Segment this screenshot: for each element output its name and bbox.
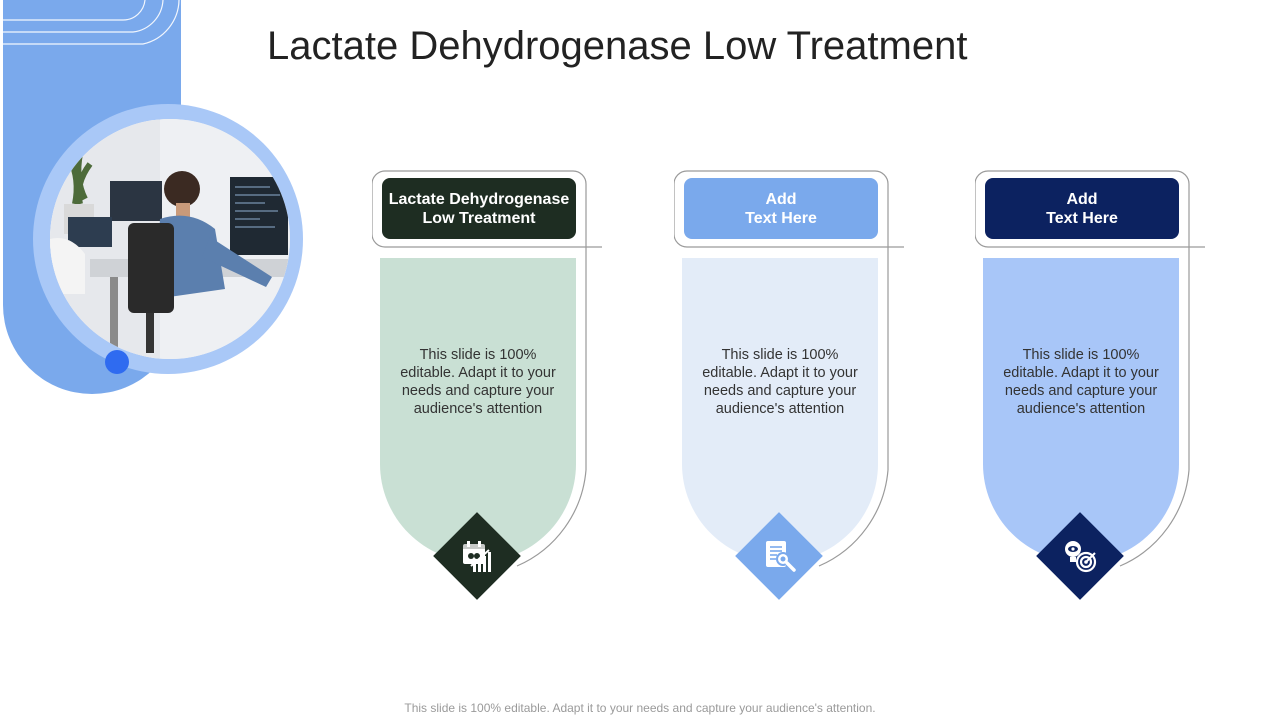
card-body	[380, 258, 576, 562]
calendar-growth-chart-icon	[463, 541, 491, 572]
card-3: Add Text Here This slide is 100% editabl…	[975, 170, 1205, 620]
card-header: Add Text Here	[684, 178, 878, 239]
card-header: Add Text Here	[985, 178, 1179, 239]
card-header: Lactate Dehydrogenase Low Treatment	[382, 178, 576, 239]
card-body	[983, 258, 1179, 562]
card-description: This slide is 100% editable. Adapt it to…	[702, 347, 858, 417]
photo-frame	[33, 104, 303, 374]
card-body	[682, 258, 878, 562]
office-photo	[50, 119, 290, 359]
card-1: Lactate Dehydrogenase Low Treatment This…	[372, 170, 602, 620]
card-outline	[674, 170, 904, 567]
document-search-icon	[766, 541, 796, 572]
card-outline	[975, 170, 1205, 567]
card-outline	[372, 170, 602, 567]
accent-dot	[105, 350, 129, 374]
decorative-arcs	[3, 0, 180, 45]
card-2: Add Text Here This slide is 100% editabl…	[674, 170, 904, 620]
card-description: This slide is 100% editable. Adapt it to…	[400, 347, 556, 417]
footer-note: This slide is 100% editable. Adapt it to…	[404, 701, 876, 715]
card-description: This slide is 100% editable. Adapt it to…	[1003, 347, 1159, 417]
lightbulb-target-icon	[1065, 541, 1097, 573]
page-title: Lactate Dehydrogenase Low Treatment	[267, 24, 968, 68]
